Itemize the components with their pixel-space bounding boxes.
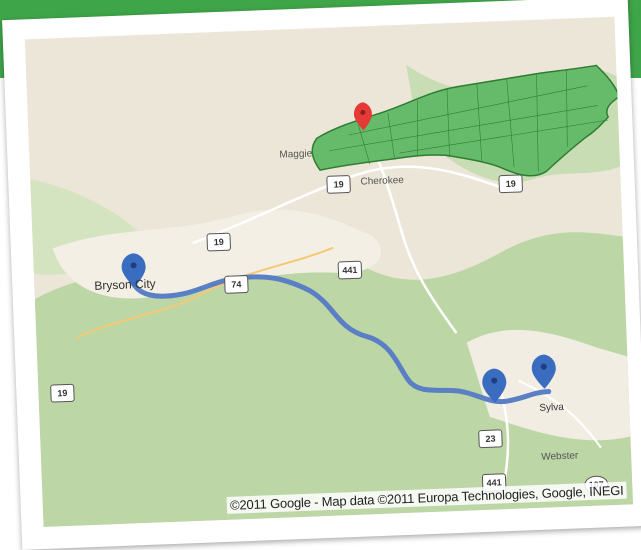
road-minor-5 [517,379,602,449]
road-shield-441-mid: 441 [337,260,363,280]
nc-state-shape [311,64,621,177]
road-shield-23: 23 [478,429,503,449]
north-carolina-inset [296,44,633,207]
road-shield-19-left: 19 [206,232,232,252]
town-label-sylva: Sylva [539,401,565,414]
nc-location-marker [353,102,372,131]
marker-bryson-city[interactable] [121,253,146,288]
road-shield-74: 74 [224,274,249,294]
terrain-green-south [34,232,634,527]
marker-sylva[interactable] [531,354,556,389]
valley-sylva [466,329,631,441]
route-line [126,273,552,405]
map-view[interactable]: Bryson City Sylva Webster Cherokee Maggi… [24,16,634,527]
road-shield-19-far-left: 19 [50,383,75,403]
marker-waypoint-1[interactable] [482,368,507,403]
town-label-webster: Webster [541,450,579,463]
nc-county-lines [329,69,609,172]
town-label-bryson-city: Bryson City [94,276,156,293]
road-minor-1 [75,246,334,339]
